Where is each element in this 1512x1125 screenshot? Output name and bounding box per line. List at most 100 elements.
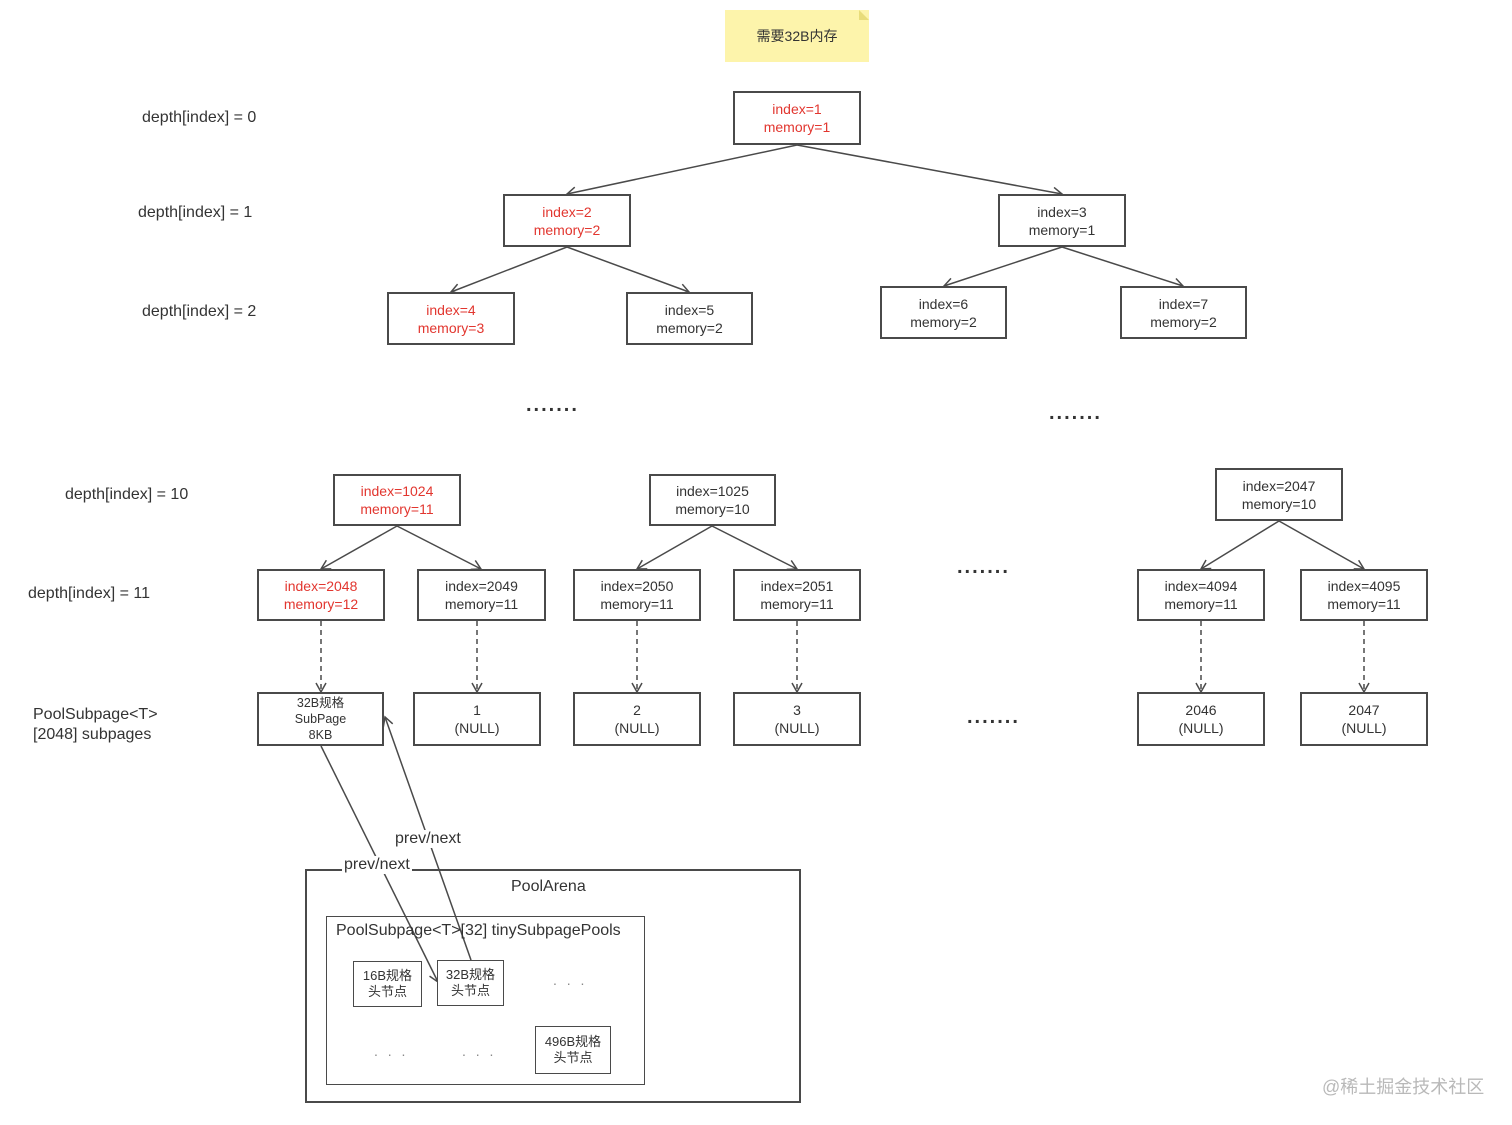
head-16b: 16B规格 头节点	[353, 961, 422, 1007]
node-index-text: index=4095	[1327, 578, 1401, 594]
node-index-4094: index=4094 memory=11	[1137, 569, 1265, 621]
subpage-3: 3 (NULL)	[733, 692, 861, 746]
prev-next-label-upper: prev/next	[393, 830, 463, 848]
prev-next-label-lower: prev/next	[342, 856, 412, 874]
subpage-line: SubPage	[294, 712, 347, 726]
subpage-line: 2	[633, 702, 641, 718]
subpage-line: 2047	[1348, 702, 1380, 718]
node-memory-text: memory=12	[283, 596, 359, 612]
subpage-line: 3	[793, 702, 801, 718]
node-index-text: index=7	[1158, 295, 1209, 312]
subpage-line: 8KB	[308, 728, 333, 742]
subpage-line: (NULL)	[1178, 720, 1224, 736]
edge-1025-2050	[635, 525, 713, 570]
subpage-2: 2 (NULL)	[573, 692, 701, 746]
tiny-subpage-pools-title: PoolSubpage<T>[32] tinySubpagePools	[336, 922, 621, 939]
node-index-text: index=2	[542, 203, 592, 220]
node-memory-text: memory=2	[533, 221, 601, 238]
subpage-0: 32B规格 SubPage 8KB	[257, 692, 384, 746]
edge-3-6	[942, 246, 1063, 289]
head-line: 头节点	[367, 984, 407, 999]
ellipsis-depth2-right: .......	[1049, 402, 1102, 424]
ellipsis-heads-mid: . . .	[462, 1043, 497, 1059]
subpage-line: (NULL)	[774, 720, 820, 736]
subpage-2046: 2046 (NULL)	[1137, 692, 1265, 746]
depth-label-10: depth[index] = 10	[65, 486, 189, 503]
subpage-line: 1	[473, 702, 481, 718]
head-line: 32B规格	[445, 967, 496, 982]
tiny-subpage-pools	[326, 916, 645, 1085]
head-line: 496B规格	[544, 1034, 602, 1049]
edge-1024-2048	[319, 525, 398, 570]
depth-label-2: depth[index] = 2	[142, 303, 257, 320]
subpage-line: (NULL)	[1341, 720, 1387, 736]
node-index-2049: index=2049 memory=11	[417, 569, 546, 621]
node-index-text: index=3	[1037, 203, 1087, 220]
node-index-2047: index=2047 memory=10	[1215, 468, 1343, 521]
depth-label-1: depth[index] = 1	[138, 204, 253, 221]
node-memory-text: memory=11	[600, 596, 674, 612]
subpage-2047: 2047 (NULL)	[1300, 692, 1428, 746]
node-index-text: index=2047	[1242, 477, 1316, 494]
node-index-text: index=2050	[600, 578, 674, 594]
depth-label-11: depth[index] = 11	[28, 585, 151, 602]
edge-1-2	[565, 144, 798, 198]
node-memory-text: memory=3	[417, 319, 485, 336]
node-memory-text: memory=2	[910, 313, 977, 330]
node-index-2050: index=2050 memory=11	[573, 569, 701, 621]
node-memory-text: memory=10	[675, 501, 750, 517]
node-index-4: index=4 memory=3	[387, 292, 515, 345]
node-index-4095: index=4095 memory=11	[1300, 569, 1428, 621]
node-index-3: index=3 memory=1	[998, 194, 1126, 247]
head-line: 16B规格	[362, 968, 413, 983]
node-index-6: index=6 memory=2	[880, 286, 1007, 339]
ellipsis-subpages: .......	[967, 706, 1020, 728]
pool-arena-title: PoolArena	[511, 878, 586, 895]
node-index-1024: index=1024 memory=11	[333, 474, 461, 526]
subpage-line: (NULL)	[454, 720, 500, 736]
requirement-note: 需要32B内存	[725, 10, 869, 62]
edge-1025-2051	[711, 525, 799, 571]
ellipsis-heads-left: . . .	[374, 1043, 409, 1059]
subpage-line: (NULL)	[614, 720, 660, 736]
node-memory-text: memory=1	[763, 119, 831, 135]
ellipsis-heads-top: . . .	[553, 972, 588, 988]
note-text: 需要32B内存	[756, 28, 838, 44]
edge-2-4	[449, 246, 568, 295]
subpage-line: 2046	[1185, 702, 1217, 718]
ellipsis-depth11: .......	[957, 556, 1010, 578]
node-memory-text: memory=11	[1164, 596, 1238, 612]
edge-2-5	[566, 246, 691, 295]
subpage-line: 32B规格	[296, 696, 345, 710]
node-memory-text: memory=11	[1327, 596, 1401, 612]
node-index-text: index=1	[772, 101, 822, 117]
node-index-text: index=6	[918, 295, 969, 312]
subpages-label-line-2: [2048] subpages	[33, 726, 152, 743]
node-memory-text: memory=11	[444, 596, 519, 612]
node-index-text: index=5	[664, 301, 715, 318]
node-index-1025: index=1025 memory=10	[649, 474, 776, 526]
node-index-text: index=4094	[1164, 578, 1238, 594]
node-memory-text: memory=1	[1028, 221, 1096, 238]
edge-2047-4095	[1278, 520, 1366, 570]
node-index-5: index=5 memory=2	[626, 292, 753, 345]
node-index-text: index=2051	[760, 578, 834, 594]
edge-2047-4094	[1199, 520, 1280, 570]
edge-3-7	[1061, 246, 1185, 289]
node-index-2051: index=2051 memory=11	[733, 569, 861, 621]
node-index-text: index=2048	[284, 578, 358, 594]
subpages-label: PoolSubpage<T> [2048] subpages	[33, 705, 158, 745]
head-32b: 32B规格 头节点	[437, 960, 504, 1006]
head-496b: 496B规格 头节点	[535, 1026, 611, 1074]
subpage-1: 1 (NULL)	[413, 692, 541, 746]
node-index-text: index=4	[426, 301, 476, 318]
edge-1024-2049	[396, 525, 483, 571]
edge-1-3	[796, 144, 1064, 198]
node-memory-text: memory=2	[656, 319, 723, 336]
node-index-text: index=1025	[676, 483, 749, 499]
subpages-label-line-1: PoolSubpage<T>	[33, 706, 158, 723]
node-index-2: index=2 memory=2	[503, 194, 631, 247]
node-memory-text: memory=11	[760, 596, 834, 612]
node-memory-text: memory=2	[1150, 313, 1217, 330]
